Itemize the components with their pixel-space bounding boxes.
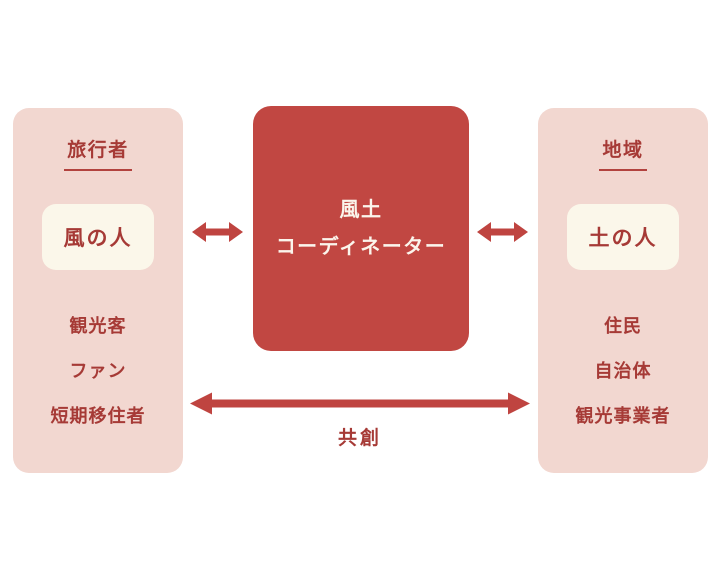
list-item-municipality: 自治体 [594, 360, 652, 381]
wind-person-box: 風の人 [42, 203, 154, 270]
left-bidirectional-arrow-shape [192, 222, 243, 242]
coordinator-title-line1: 風土 [339, 198, 383, 221]
left-panel-heading: 旅行者 [64, 140, 132, 171]
left-panel-travelers: 旅行者 風の人 観光客 ファン 短期移住者 [13, 108, 183, 473]
coordinator-box: 風土 コーディネーター [253, 106, 469, 351]
right-bidirectional-arrow-icon [477, 222, 528, 242]
wind-person-label: 風の人 [63, 226, 133, 250]
earth-person-label: 土の人 [588, 226, 658, 250]
cocreation-bidirectional-arrow-icon [190, 392, 530, 415]
right-panel-region: 地域 土の人 住民 自治体 観光事業者 [538, 108, 708, 473]
list-item-fan: ファン [69, 360, 127, 381]
cocreation-arrow-shape [190, 392, 530, 415]
cocreation-label: 共創 [337, 428, 382, 449]
list-item-tourist: 観光客 [69, 315, 127, 336]
right-bidirectional-arrow-shape [477, 222, 528, 242]
left-bidirectional-arrow-icon [192, 222, 243, 242]
left-panel-item-list: 観光客 ファン 短期移住者 [51, 312, 146, 428]
list-item-tourism-operators: 観光事業者 [575, 405, 671, 426]
list-item-short-term-migrant: 短期移住者 [50, 405, 146, 426]
coordinator-title-line2: コーディネーター [275, 235, 447, 258]
earth-person-box: 土の人 [567, 203, 679, 270]
right-panel-heading: 地域 [599, 140, 647, 171]
list-item-residents: 住民 [604, 315, 642, 336]
right-panel-item-list: 住民 自治体 観光事業者 [576, 312, 671, 428]
